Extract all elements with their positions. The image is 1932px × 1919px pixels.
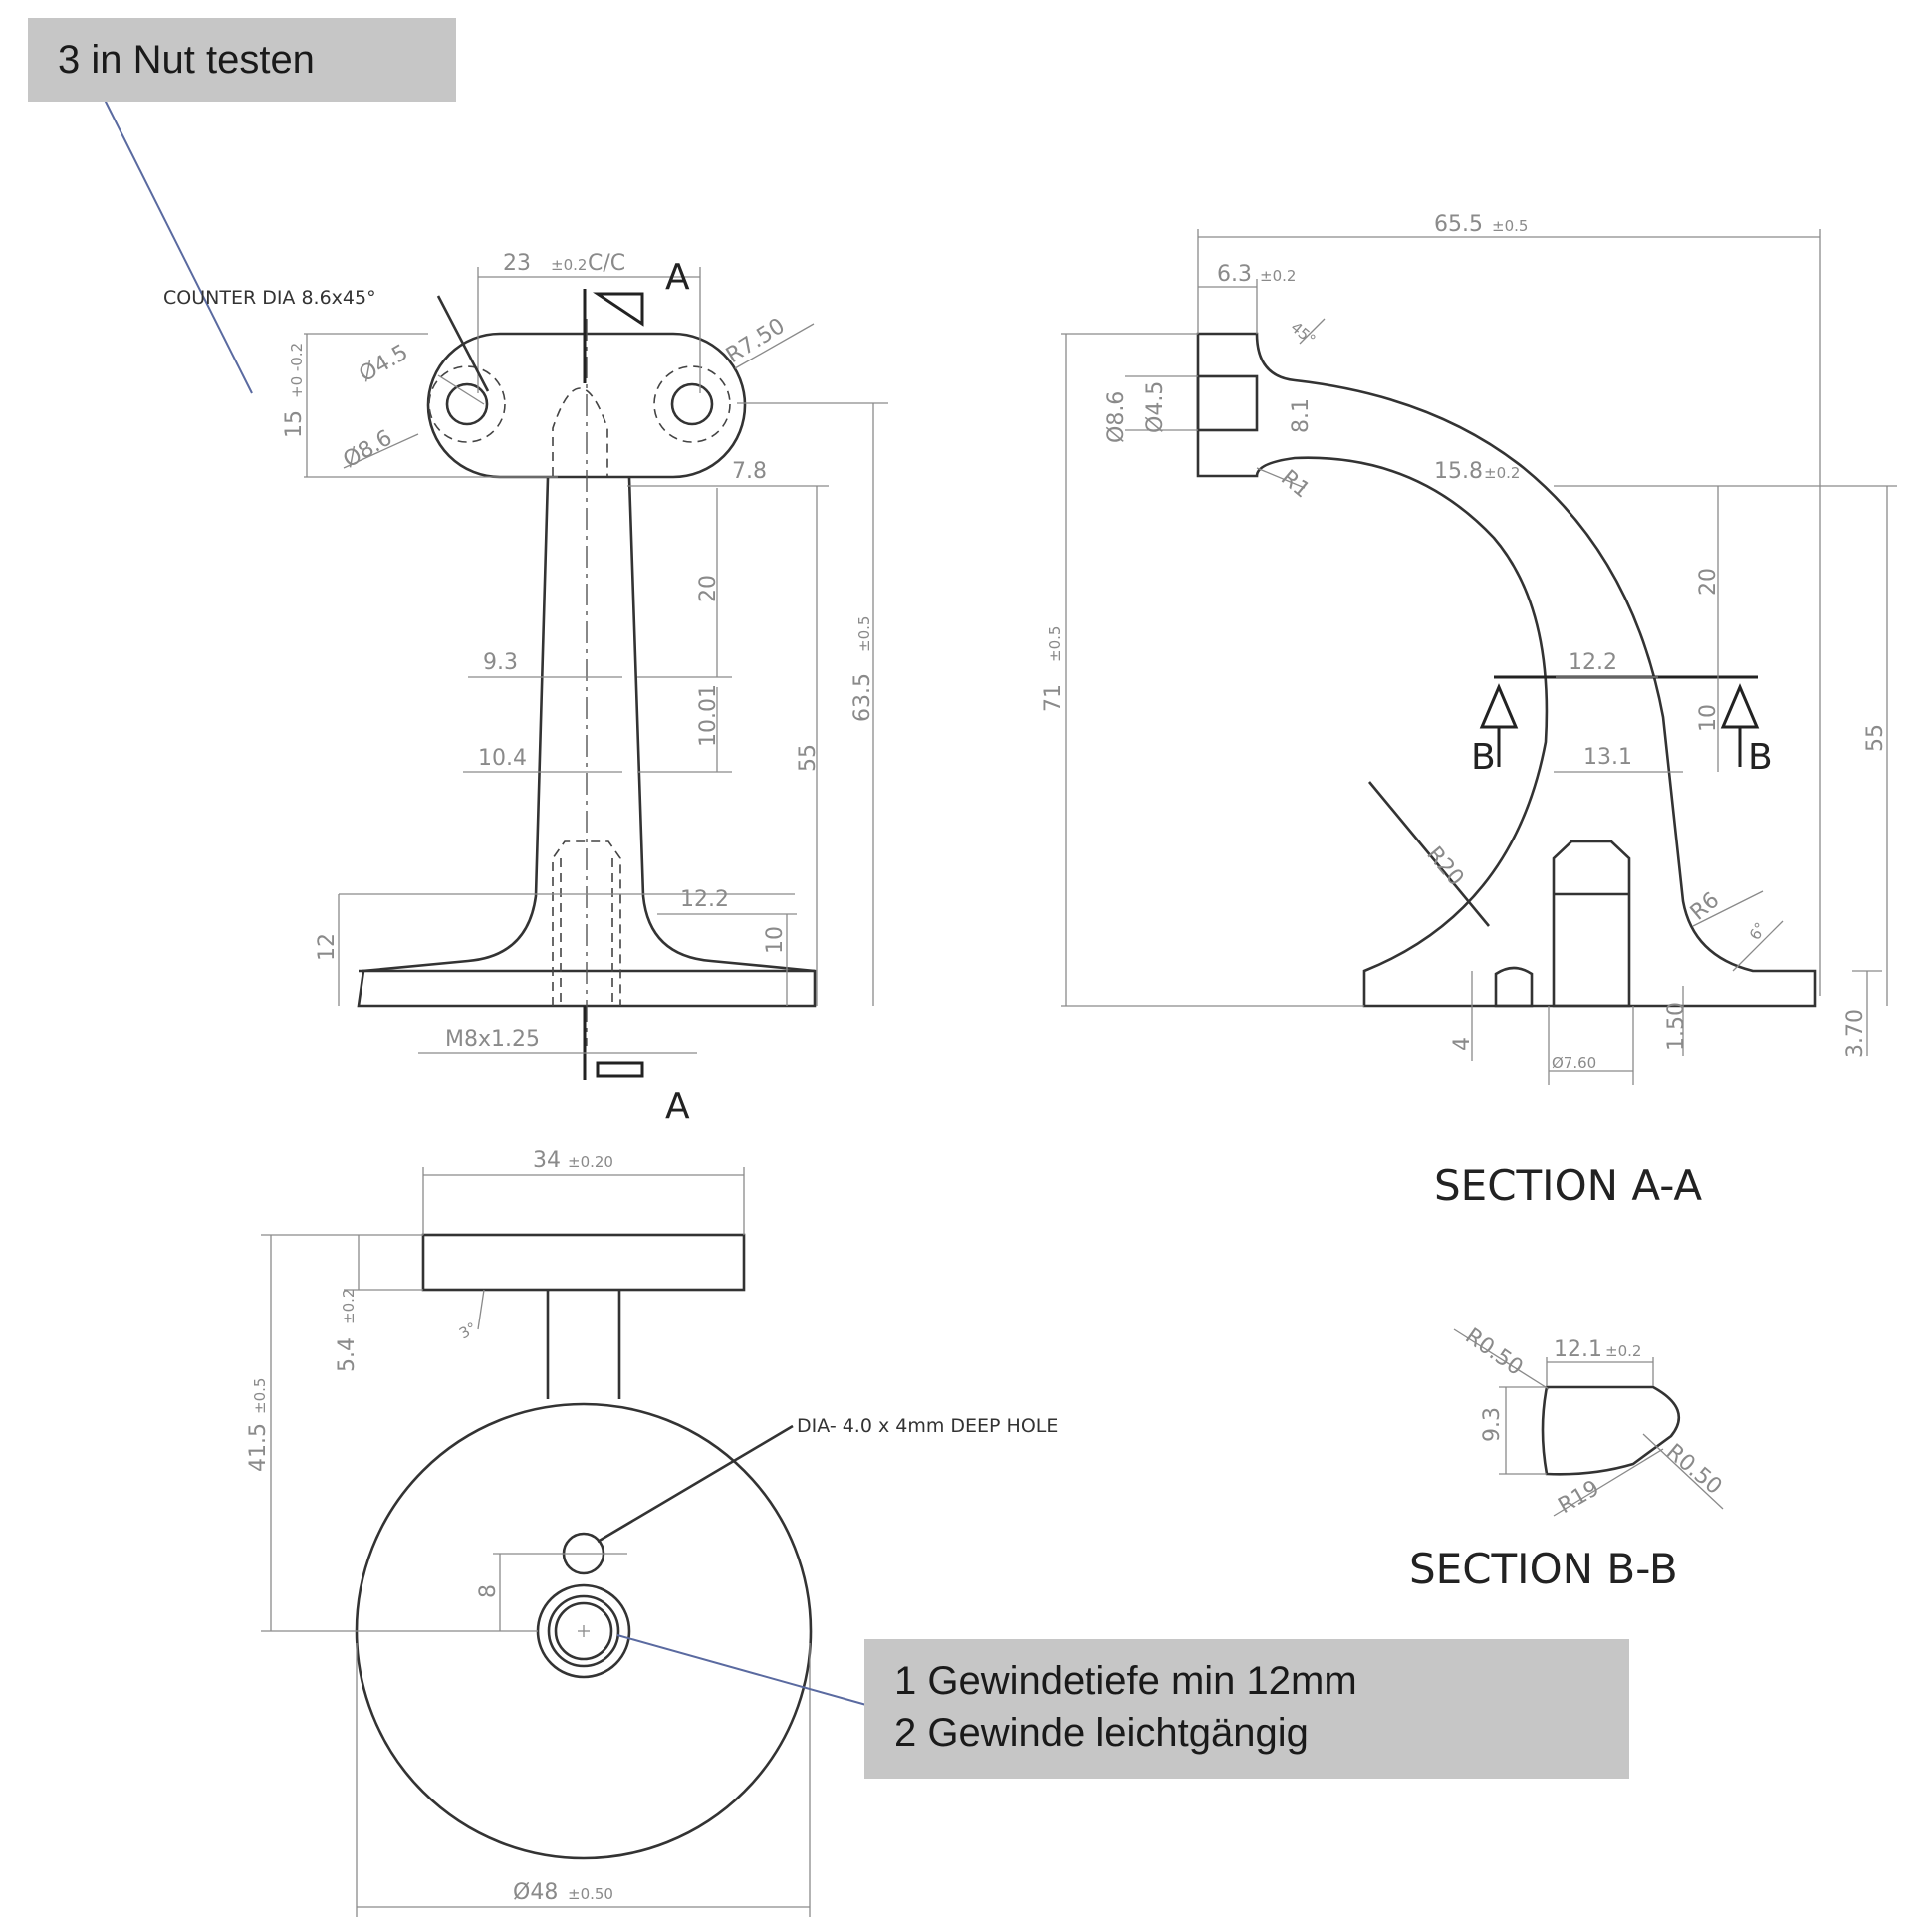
cc-dimension: 23 [503,251,531,276]
aa-r1-label: R1 [1276,465,1315,503]
h15-tolerance: +0 -0.2 [288,343,306,398]
bv-hole-note: DIA- 4.0 x 4mm DEEP HOLE [797,1415,1058,1437]
aa-r6-label: R6 [1686,888,1725,926]
note-bottom-line1: 1 Gewindetiefe min 12mm [894,1659,1357,1703]
bv-d415-tolerance: ±0.5 [251,1378,269,1414]
section-letter-a-top: A [665,257,690,298]
section-a-a-body [1196,332,1817,1008]
bb-d121-tolerance: ±0.2 [1605,1342,1641,1360]
aa-d370-label: 3.70 [1843,1009,1868,1058]
aa-d158-tolerance: ±0.2 [1484,464,1520,482]
aa-d45-label: Ø4.5 [1143,381,1168,433]
section-small-hole [1494,966,1534,1008]
d12-label: 12 [315,933,340,961]
thread-label: M8x1.25 [445,1027,540,1052]
bv-d415-label: 41.5 [246,1423,271,1472]
d55-label: 55 [796,744,821,772]
d122-label: 12.2 [680,887,729,912]
bv-d54-tolerance: ±0.2 [340,1289,358,1324]
bb-r050b-label: R0.50 [1661,1439,1726,1499]
stem-hidden-top [552,387,608,476]
note-leader-bottom [616,1634,867,1706]
aa-d4-label: 4 [1450,1037,1475,1051]
section-letter-a-bottom: A [665,1086,690,1127]
bottom-view [261,1167,813,1917]
d45-label: Ø4.5 [356,340,413,387]
r750-label: R7.50 [722,314,790,368]
bv-d8-label: 8 [476,1584,501,1598]
note-box-bottom: 1 Gewindetiefe min 12mm 2 Gewinde leicht… [864,1639,1629,1779]
h15-label: 15 [282,410,307,438]
note-leader-top [104,99,253,394]
aa-r20-label: R20 [1421,842,1468,891]
d1001-label: 10.01 [696,684,721,747]
section-b-b-view [1453,1328,1724,1517]
bv-d34-tolerance: ±0.20 [568,1153,613,1171]
bv-ang3-label: 3° [456,1319,480,1342]
d104-label: 10.4 [478,746,527,771]
bb-r19-label: R19 [1555,1476,1604,1519]
threaded-hole-hidden [552,840,621,1006]
d635-label: 63.5 [850,673,875,722]
bb-d121-label: 12.1 [1554,1337,1602,1362]
section-letter-b-right: B [1748,737,1773,778]
bv-d48-label: Ø48 [513,1880,558,1905]
right-counterbore [653,365,731,443]
aa-d655-label: 65.5 [1434,212,1483,237]
section-b-b-title: SECTION B-B [1409,1545,1678,1593]
front-view [304,267,888,1080]
left-counterbore [428,365,506,443]
d78-label: 7.8 [732,459,767,484]
aa-d158-label: 15.8 [1434,459,1483,484]
aa-d63-label: 6.3 [1217,262,1252,287]
aa-d131-label: 13.1 [1583,745,1632,770]
section-a-a-view [1061,229,1897,1085]
cc-tolerance: ±0.2 [551,256,587,274]
aa-ang45-label: 45° [1287,318,1319,349]
aa-d71-tolerance: ±0.5 [1046,626,1064,662]
section-threaded-hole [1552,840,1631,1008]
aa-d150-label: 1.50 [1664,1002,1689,1051]
aa-d20-label: 20 [1696,568,1721,596]
aa-d81-label: 8.1 [1289,398,1314,433]
note-box-top: 3 in Nut testen [28,18,456,102]
aa-d10-label: 10 [1696,704,1721,732]
d86-label: Ø8.6 [340,425,397,473]
note-top-text: 3 in Nut testen [58,38,315,82]
right-bolt-hole [670,382,714,426]
aa-d71-label: 71 [1041,684,1066,712]
d20-label: 20 [696,575,721,602]
cc-suffix: C/C [588,251,625,276]
bottom-view-flange [421,1233,746,1292]
aa-d760-label: Ø7.60 [1552,1054,1596,1072]
section-a-a-title: SECTION A-A [1434,1161,1702,1210]
aa-ang6-label: 6° [1746,919,1770,943]
d635-tolerance: ±0.5 [855,616,873,652]
aa-d55-label: 55 [1863,724,1888,752]
aa-d86-label: Ø8.6 [1104,391,1129,443]
bb-d93-label: 9.3 [1480,1407,1505,1442]
bv-d54-label: 5.4 [335,1337,360,1372]
section-b-b-profile [1541,1385,1681,1476]
bv-d34-label: 34 [533,1148,561,1173]
counter-note: COUNTER DIA 8.6x45° [163,287,376,309]
left-bolt-hole [445,382,489,426]
aa-d655-tolerance: ±0.5 [1492,217,1528,235]
bv-d48-tolerance: ±0.50 [568,1885,613,1903]
d10-label: 10 [763,926,788,954]
aa-d122-label: 12.2 [1569,650,1617,675]
section-letter-b-left: B [1471,737,1496,778]
bb-r050a-label: R0.50 [1461,1323,1528,1380]
d93-label: 9.3 [483,650,518,675]
note-bottom-line2: 2 Gewinde leichtgängig [894,1711,1309,1755]
aa-d63-tolerance: ±0.2 [1260,267,1296,285]
